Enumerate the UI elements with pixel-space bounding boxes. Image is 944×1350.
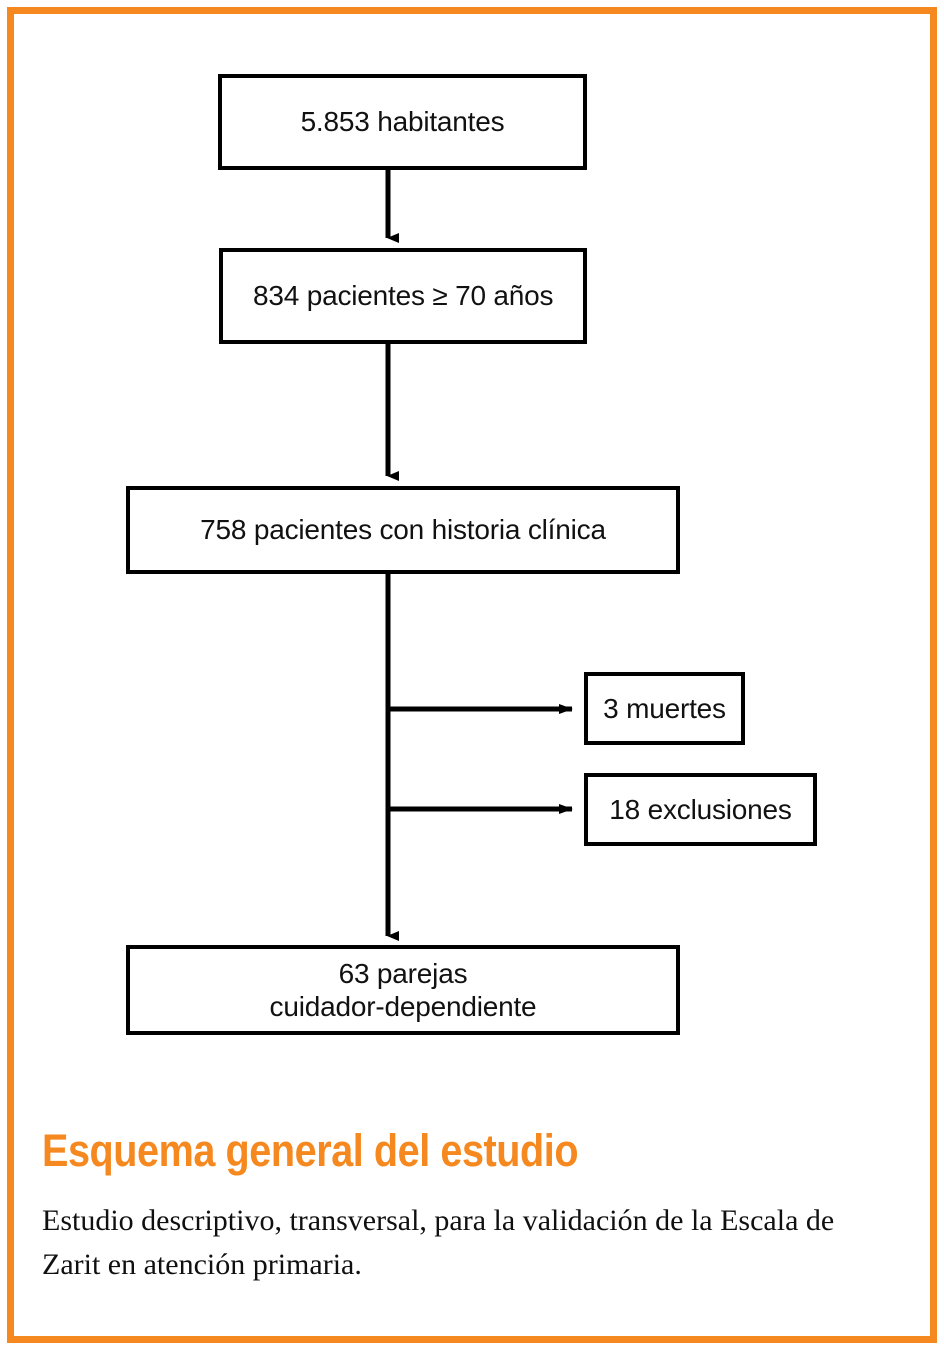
flow-node-historia-clinica-label: 758 pacientes con historia clínica — [200, 514, 606, 546]
flow-node-habitantes: 5.853 habitantes — [218, 74, 587, 170]
flowchart-connectors — [385, 170, 573, 941]
flow-node-pacientes-70: 834 pacientes ≥ 70 años — [219, 248, 587, 344]
flow-node-muertes: 3 muertes — [584, 672, 745, 745]
flow-node-historia-clinica: 758 pacientes con historia clínica — [126, 486, 680, 574]
figure-caption: Esquema general del estudio Estudio desc… — [42, 1128, 892, 1286]
flow-node-exclusiones-label: 18 exclusiones — [609, 793, 792, 825]
flow-node-parejas-cuidador-dependiente: 63 parejas cuidador-dependiente — [126, 945, 680, 1035]
caption-body: Estudio descriptivo, transversal, para l… — [42, 1204, 835, 1281]
flow-node-muertes-label: 3 muertes — [603, 692, 726, 724]
flow-node-habitantes-label: 5.853 habitantes — [300, 106, 505, 138]
caption-title: Esquema general del estudio — [42, 1125, 579, 1176]
flow-node-exclusiones: 18 exclusiones — [584, 773, 817, 846]
flow-node-parejas-label: 63 parejas cuidador-dependiente — [269, 957, 537, 1022]
flow-node-pacientes-70-label: 834 pacientes ≥ 70 años — [253, 280, 554, 312]
